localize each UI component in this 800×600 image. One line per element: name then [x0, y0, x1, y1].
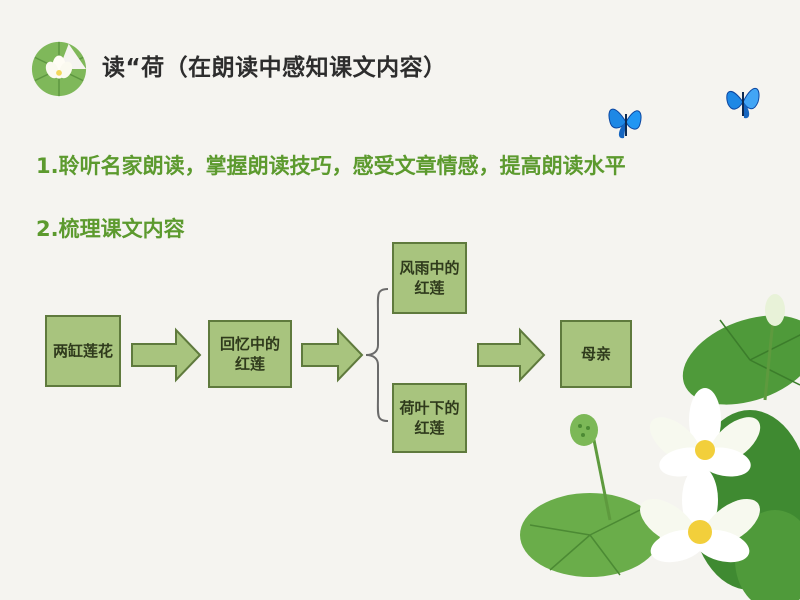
node-storm-red-lotus: 风雨中的 红莲 — [392, 242, 467, 314]
point-1: 1.聆听名家朗读，掌握朗读技巧，感受文章情感，提高朗读水平 — [36, 154, 626, 178]
arrow-right-icon — [477, 327, 546, 383]
butterfly-icon — [726, 88, 760, 119]
lotus-leaf-logo-icon — [31, 41, 87, 97]
point-2: 2.梳理课文内容 — [36, 217, 185, 241]
page-title: 读“荷（在朗读中感知课文内容） — [102, 55, 447, 81]
butterfly-icon — [608, 108, 642, 139]
brace-icon — [365, 288, 389, 422]
lotus-flowers-icon — [520, 294, 800, 600]
arrow-right-icon — [131, 327, 202, 383]
node-leaf-shelter-red-lotus: 荷叶下的 红莲 — [392, 383, 467, 453]
node-memory-red-lotus: 回忆中的 红莲 — [208, 320, 292, 388]
node-two-vats-lotus: 两缸莲花 — [45, 315, 121, 387]
arrow-right-icon — [301, 327, 364, 383]
node-mother: 母亲 — [560, 320, 632, 388]
